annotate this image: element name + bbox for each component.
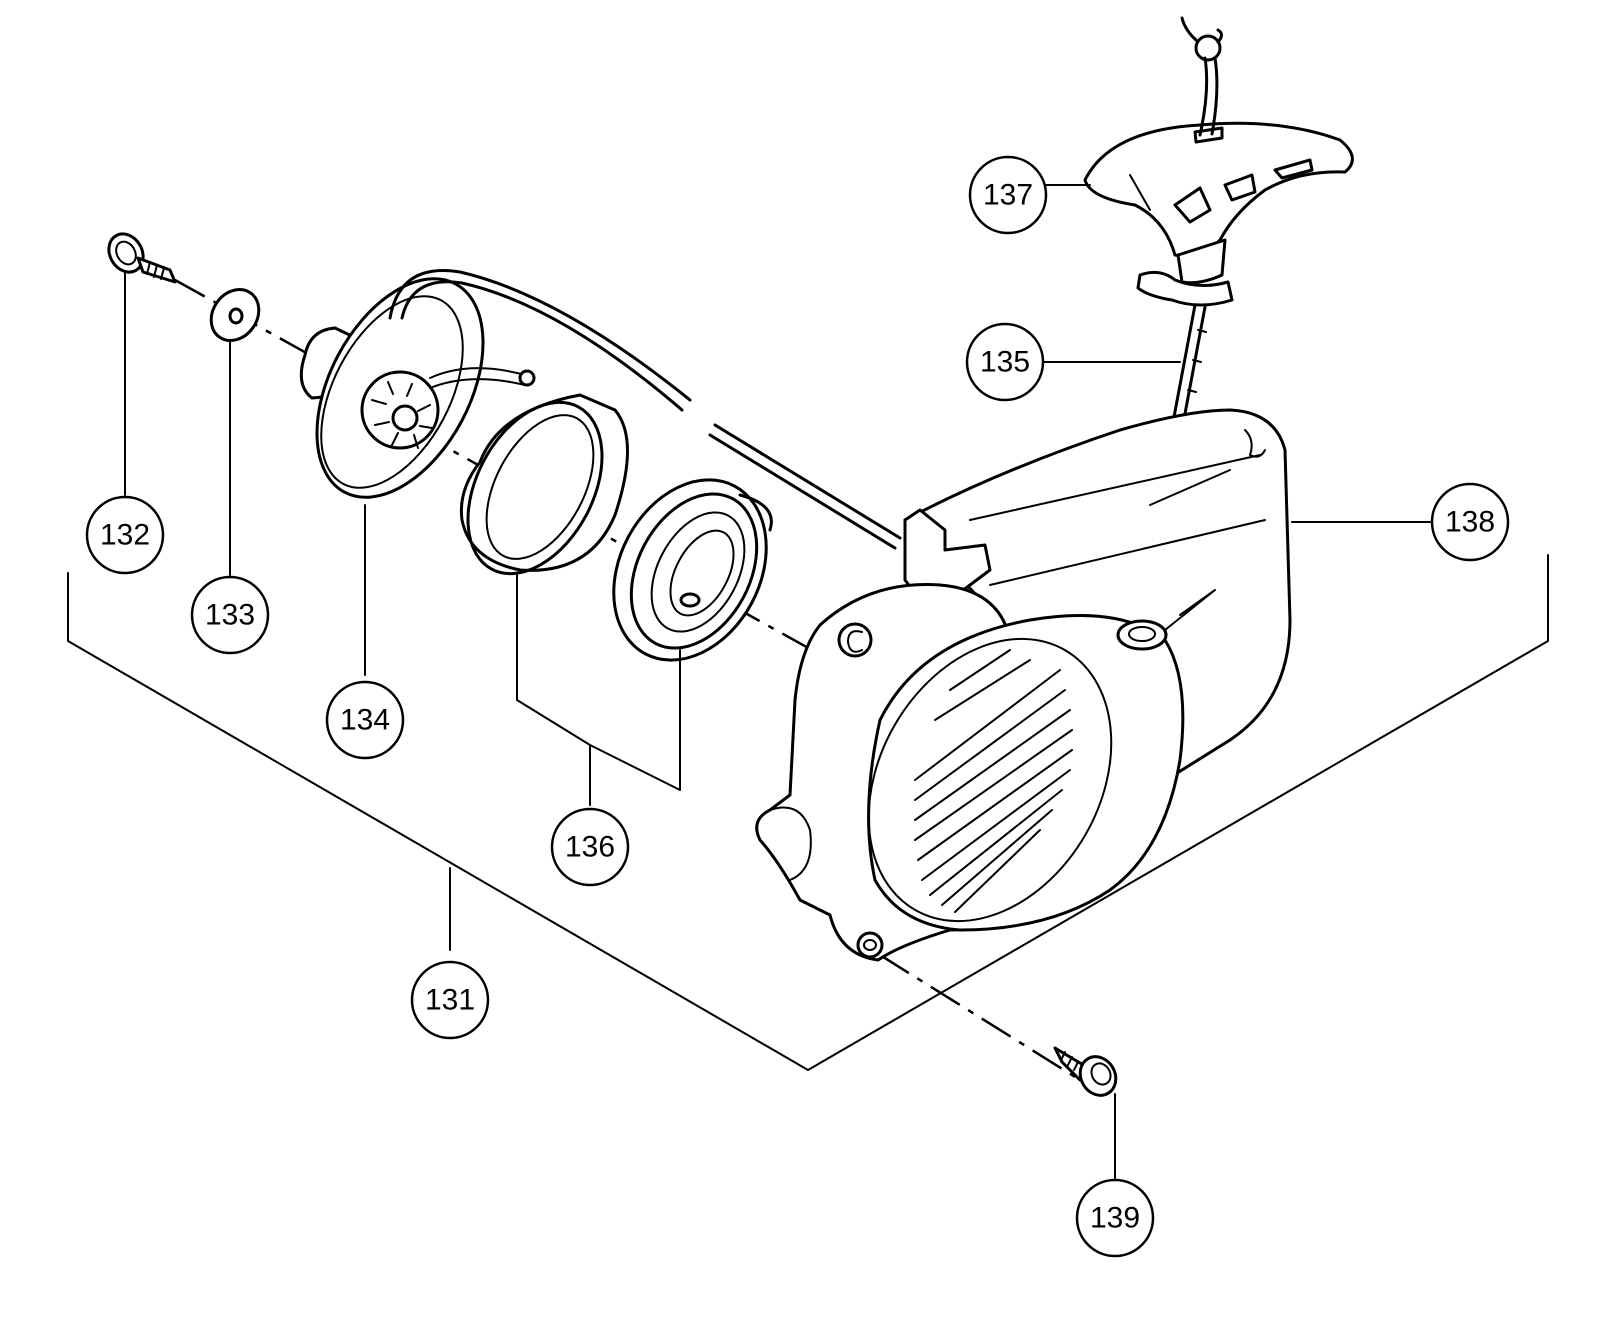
callout-135: 135 bbox=[965, 322, 1045, 402]
callout-138: 138 bbox=[1430, 482, 1510, 562]
callout-label: 136 bbox=[565, 831, 615, 864]
starter-housing-part bbox=[755, 408, 1292, 962]
recoil-spring-part bbox=[612, 478, 773, 662]
callout-131: 131 bbox=[410, 960, 490, 1040]
starter-grip-part bbox=[1083, 16, 1354, 307]
screw-part bbox=[1053, 1046, 1118, 1097]
callout-label: 138 bbox=[1445, 506, 1495, 539]
callout-137: 137 bbox=[968, 155, 1048, 235]
callout-label: 133 bbox=[205, 599, 255, 632]
callout-132: 132 bbox=[85, 495, 165, 575]
bolt-part bbox=[107, 232, 177, 284]
callout-label: 137 bbox=[983, 179, 1033, 212]
callout-139: 139 bbox=[1075, 1178, 1155, 1258]
callout-label: 139 bbox=[1090, 1202, 1140, 1235]
assembly-bracket bbox=[67, 554, 1549, 1071]
callout-label: 131 bbox=[425, 984, 475, 1017]
callout-133: 133 bbox=[190, 575, 270, 655]
callout-136: 136 bbox=[550, 807, 630, 887]
pulley-reel-part bbox=[299, 269, 902, 550]
callout-label: 135 bbox=[980, 346, 1030, 379]
callout-134: 134 bbox=[325, 680, 405, 760]
callout-label: 134 bbox=[340, 704, 390, 737]
callout-label: 132 bbox=[100, 519, 150, 552]
washer-part bbox=[209, 288, 261, 342]
spring-case-part bbox=[459, 393, 629, 576]
leader-lines bbox=[124, 184, 1431, 1179]
